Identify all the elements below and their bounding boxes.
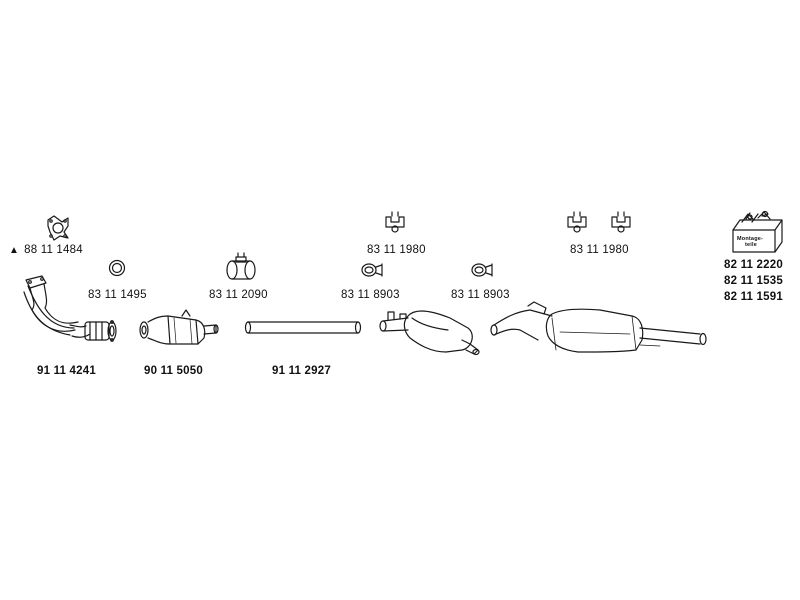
u-clamp-icon	[471, 263, 493, 277]
middle-silencer-icon	[379, 310, 480, 356]
part-label-hanger-rear: 83 11 1980	[570, 244, 629, 256]
part-label-front-pipe: 91 11 4241	[37, 365, 96, 377]
rubber-hanger-icon	[567, 211, 587, 233]
part-label-clamp-rear: 83 11 8903	[451, 289, 510, 301]
kit-box-label: Montage- teile	[737, 236, 764, 248]
rear-silencer-icon	[490, 301, 707, 353]
front-pipe-icon	[23, 275, 117, 342]
part-label-hanger-mid: 83 11 1980	[367, 244, 426, 256]
part-label-mounting-kit-1: 82 11 2220	[724, 259, 783, 271]
part-label-catalytic-converter: 90 11 5050	[144, 365, 203, 377]
rubber-hanger-icon	[385, 211, 405, 233]
part-label-ring-gasket: 83 11 1495	[88, 289, 147, 301]
ring-gasket-icon	[108, 259, 126, 277]
part-label-mounting-kit-2: 82 11 1535	[724, 275, 783, 287]
rubber-hanger-icon	[611, 211, 631, 233]
part-label-gasket-flange: ▲88 11 1484	[9, 244, 83, 256]
catalytic-converter-icon	[139, 309, 219, 345]
triangle-marker-icon: ▲	[9, 245, 20, 256]
part-label-mounting-kit-3: 82 11 1591	[724, 291, 783, 303]
part-label-intermediate-pipe: 91 11 2927	[272, 365, 331, 377]
band-clamp-icon	[226, 252, 256, 280]
part-label-clamp-cat: 83 11 2090	[209, 289, 268, 301]
flange-gasket-icon	[47, 215, 69, 241]
part-label-clamp-mid: 83 11 8903	[341, 289, 400, 301]
intermediate-pipe-icon	[244, 321, 362, 334]
mounting-kit-box-icon	[732, 210, 783, 253]
u-clamp-icon	[361, 263, 383, 277]
